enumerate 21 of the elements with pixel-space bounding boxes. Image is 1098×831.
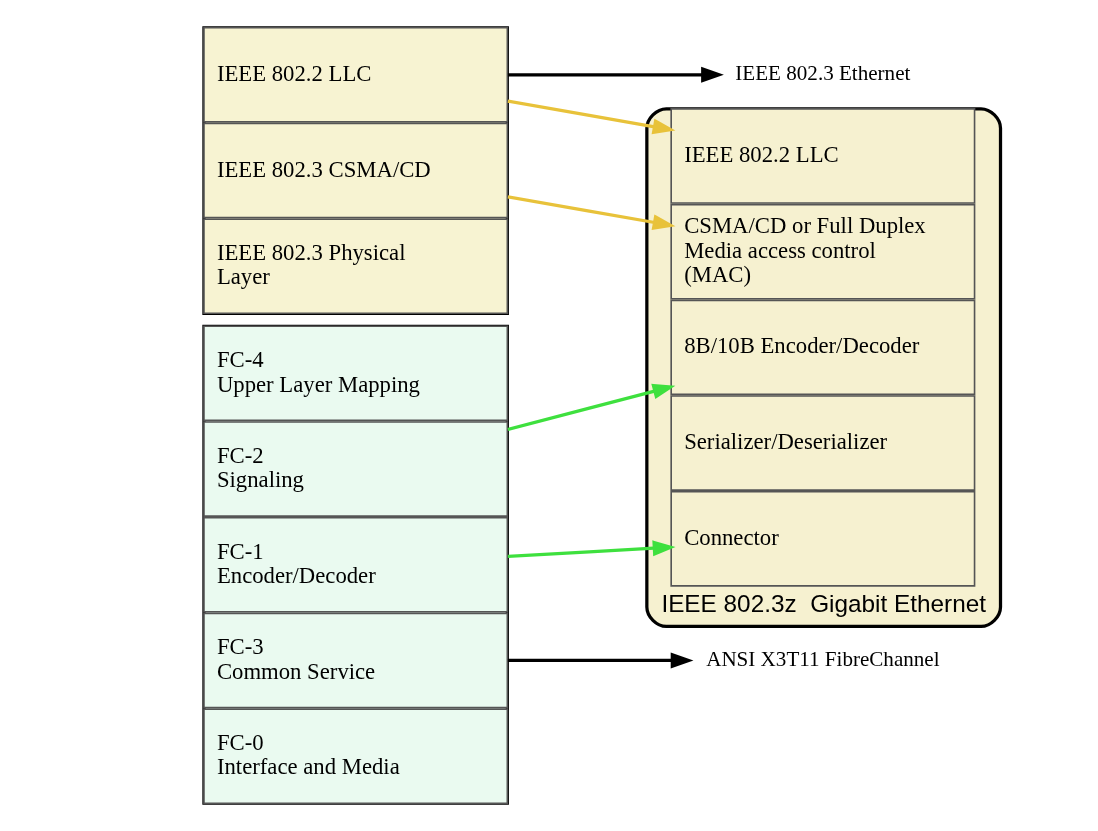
arrow — [507, 652, 694, 669]
node-box: 8B/10B Encoder/Decoder — [670, 299, 976, 396]
node-box: IEEE 802.2 LLC — [670, 108, 976, 204]
node-box: FC-0 Interface and Media — [203, 708, 509, 805]
node-box: FC-3 Common Service — [203, 612, 509, 709]
node-box: FC-2 Signaling — [203, 421, 509, 517]
arrow — [507, 383, 676, 432]
node-box: Serializer/Deserializer — [670, 395, 976, 491]
arrow — [507, 99, 676, 135]
arrow — [507, 195, 676, 231]
node-box: IEEE 802.2 LLC — [203, 26, 509, 123]
node-box: FC-1 Encoder/Decoder — [203, 516, 509, 613]
node-text: ANSI X3T11 FibreChannel — [706, 646, 940, 671]
node-box: Connector — [670, 490, 976, 587]
node-box: IEEE 802.3 CSMA/CD — [203, 122, 509, 219]
node-box: IEEE 802.3 Physical Layer — [203, 218, 509, 315]
node-text: IEEE 802.3 Ethernet — [735, 61, 911, 86]
node-box: CSMA/CD or Full Duplex Media access control (MAC) — [670, 203, 976, 300]
arrow — [507, 540, 676, 558]
node-box: FC-4 Upper Layer Mapping — [203, 325, 509, 422]
arrow — [507, 66, 724, 83]
